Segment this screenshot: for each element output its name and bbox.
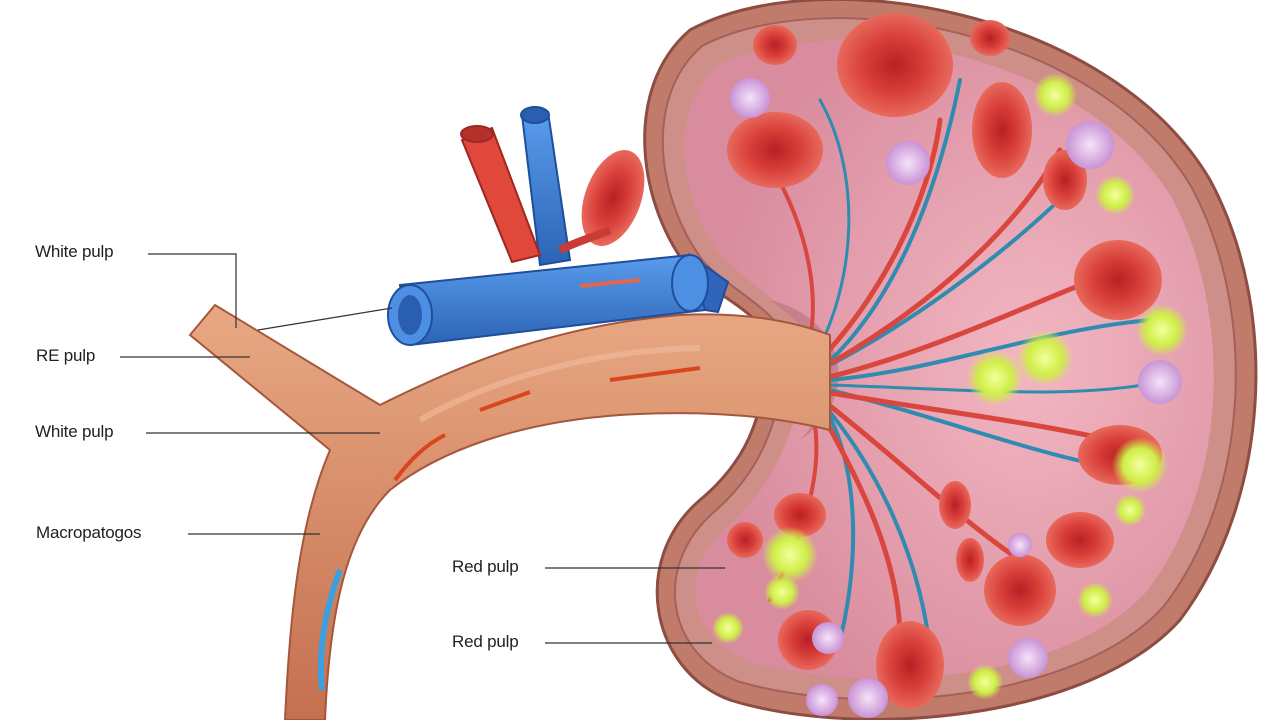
red-cell	[984, 554, 1056, 626]
callout-white-pulp-1b	[257, 307, 393, 331]
lymph-cell	[1136, 304, 1188, 356]
trunk-body	[188, 303, 831, 720]
label-macrophages: Macropatogos	[36, 523, 142, 542]
flow-arrow	[609, 366, 701, 382]
vessel-trunk	[188, 303, 831, 720]
red-cell	[972, 82, 1032, 178]
red-cell	[774, 493, 826, 537]
white-cell	[730, 78, 770, 118]
lymph-cell	[967, 350, 1023, 406]
lymph-cell	[1095, 175, 1135, 215]
red-cell	[1074, 240, 1162, 320]
red-blood-cells	[727, 13, 1162, 709]
blue-inner-vessel	[317, 568, 343, 691]
label-white-pulp-1: White pulp	[35, 242, 114, 261]
callout-white-pulp-1	[148, 253, 237, 328]
flow-arrow	[479, 390, 531, 412]
white-cell	[848, 678, 888, 718]
lymph-cell	[764, 574, 800, 610]
white-cell	[886, 141, 930, 185]
red-cell	[727, 522, 763, 558]
white-cells	[730, 78, 1182, 718]
white-cell	[1008, 533, 1032, 557]
lymph-cell	[1033, 73, 1077, 117]
label-red-pulp-1: RE pulp	[36, 346, 96, 365]
callout-lines	[120, 253, 725, 644]
lymphocytes	[712, 73, 1188, 700]
white-cell	[806, 684, 838, 716]
lymph-cell	[1017, 330, 1073, 386]
red-cell	[753, 25, 797, 65]
splenic-vein	[387, 106, 730, 347]
top-red-cell	[581, 150, 645, 246]
lymph-cell	[967, 664, 1003, 700]
lymph-cell	[1114, 494, 1146, 526]
label-white-pulp-2: White pulp	[35, 422, 114, 441]
white-cell	[1066, 121, 1114, 169]
label-red-pulp-3: Red pulp	[452, 632, 519, 651]
red-cell	[1043, 150, 1087, 210]
lymph-cell	[1112, 437, 1168, 493]
lymph-cell	[762, 527, 818, 583]
white-cell	[1138, 360, 1182, 404]
red-cell	[727, 112, 823, 188]
red-cell	[956, 538, 984, 582]
white-cell	[812, 622, 844, 654]
red-cell	[939, 481, 971, 529]
red-cell	[1046, 512, 1114, 568]
flow-arrow	[393, 433, 446, 482]
lymph-cell	[712, 612, 744, 644]
red-cell	[837, 13, 953, 117]
lymph-cell	[1077, 582, 1113, 618]
label-red-pulp-2: Red pulp	[452, 557, 519, 576]
red-cell	[876, 621, 944, 709]
red-cell	[970, 20, 1010, 56]
arteries	[460, 125, 645, 264]
white-cell	[1008, 638, 1048, 678]
